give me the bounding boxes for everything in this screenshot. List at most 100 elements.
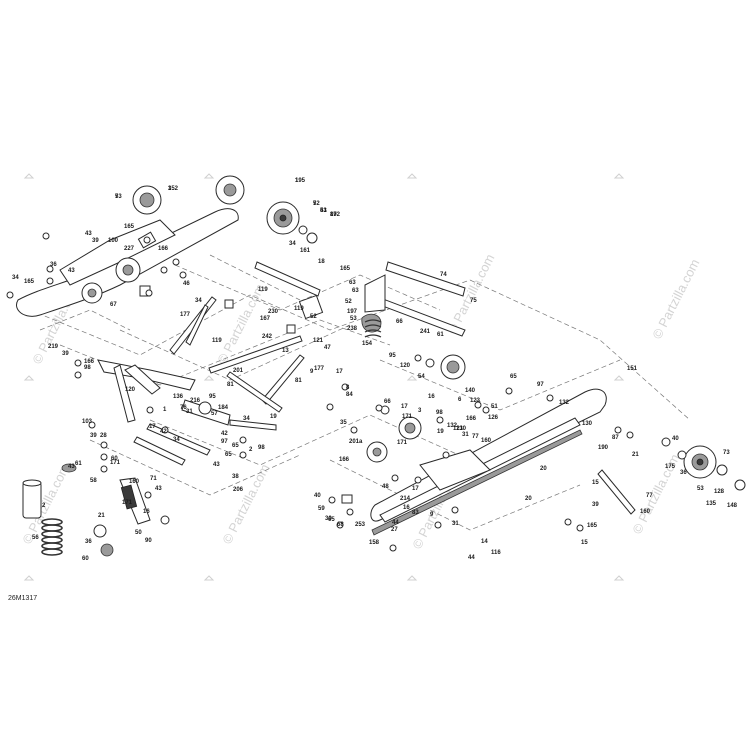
callout-label: 120 <box>400 363 411 369</box>
callout-label: 20 <box>540 466 547 472</box>
shock-body <box>22 481 42 519</box>
callout-label: 128 <box>714 489 725 495</box>
callout-label: 46 <box>183 281 190 287</box>
shock-assembly <box>22 359 231 557</box>
callout-label: 165 <box>124 224 135 230</box>
callout-label: 126 <box>488 415 499 421</box>
callout-label: 103 <box>82 419 93 425</box>
front-rail-assembly <box>16 175 245 317</box>
callout-label: 83 <box>412 510 419 516</box>
callout-label: 100 <box>108 238 119 244</box>
callout-label: 59 <box>318 506 325 512</box>
callout-label: 14 <box>481 539 488 545</box>
callout-label: 154 <box>362 341 373 347</box>
callout-label: 152 <box>168 186 179 192</box>
callout-label: 184 <box>218 405 229 411</box>
callout-label: 2 <box>249 447 253 453</box>
callout-label: 66 <box>396 319 403 325</box>
callout-label: 123 <box>470 398 481 404</box>
callout-label: 119 <box>294 306 304 312</box>
callout-label: 40 <box>672 436 679 442</box>
callout-label: 34 <box>289 241 296 247</box>
callout-label: 136 <box>173 394 184 400</box>
callout-label: 135 <box>706 501 717 507</box>
callout-label: 65 <box>510 374 517 380</box>
callout-label: 132 <box>447 423 458 429</box>
callout-label: 17 <box>412 486 419 492</box>
callout-label: 3 <box>418 408 422 414</box>
callout-label: 81 <box>227 382 234 388</box>
callout-label: 31 <box>186 409 193 415</box>
callout-label: 177 <box>180 312 191 318</box>
callout-label: 17 <box>336 369 343 375</box>
callout-label: 119 <box>258 287 268 293</box>
callout-label: 206 <box>233 487 244 493</box>
callout-label: 95 <box>389 353 396 359</box>
callout-label: 161 <box>300 248 311 254</box>
callout-label: 48 <box>382 484 389 490</box>
callout-label: 52 <box>345 299 352 305</box>
corner-marks <box>23 173 625 581</box>
callout-label: 13 <box>282 348 289 354</box>
callout-label: 166 <box>339 457 350 463</box>
shafts <box>133 261 636 515</box>
callout-label: 42 <box>160 429 167 435</box>
callout-label: 63 <box>349 280 356 286</box>
callout-label: 66 <box>384 399 391 405</box>
callout-label: 16 <box>428 394 435 400</box>
callout-label: 76 <box>180 405 187 411</box>
callout-label: 36 <box>50 262 57 268</box>
callout-label: 171 <box>122 500 133 506</box>
callout-label: 53 <box>350 316 357 322</box>
callout-label: 17 <box>401 404 408 410</box>
callout-label: 30 <box>325 516 332 522</box>
center-assembly <box>298 274 466 463</box>
callout-label: 61 <box>437 332 444 338</box>
callout-label: 16 <box>143 509 150 515</box>
callout-label: 241 <box>420 329 431 335</box>
callout-label: 175 <box>665 464 676 470</box>
callout-label: 121 <box>453 426 464 432</box>
callout-label: 167 <box>260 316 271 322</box>
callout-label: 190 <box>598 445 609 451</box>
callout-label: 28 <box>100 433 107 439</box>
callout-label: 31 <box>462 432 469 438</box>
callout-label: 201 <box>233 368 244 374</box>
callout-label: 41 <box>320 208 327 214</box>
callout-label: 40 <box>314 493 321 499</box>
callout-label: 17 <box>149 424 156 430</box>
callout-label: 52 <box>310 314 317 320</box>
callout-label: 116 <box>491 550 501 556</box>
callout-label: 19 <box>270 414 277 420</box>
callout-label: 38 <box>232 474 239 480</box>
callout-label: 238 <box>347 326 358 332</box>
callout-label: 43 <box>68 464 75 470</box>
callout-label: 166 <box>466 416 477 422</box>
callout-label: 43 <box>213 462 220 468</box>
callout-label: 5 <box>313 201 317 207</box>
callout-label: 21 <box>632 452 639 458</box>
callout-label: 171 <box>110 460 121 466</box>
callout-label: 6 <box>458 397 462 403</box>
callout-label: 43 <box>155 486 162 492</box>
callout-label: 9 <box>310 369 314 375</box>
callout-label: 227 <box>124 246 135 252</box>
callout-label: 34 <box>173 437 180 443</box>
callout-label: 16 <box>403 505 410 511</box>
callout-label: 21 <box>98 513 105 519</box>
hardware <box>6 232 634 552</box>
callout-label: 87 <box>612 435 619 441</box>
callout-label: 75 <box>470 298 477 304</box>
callout-label: 98 <box>258 445 265 451</box>
callout-label: 34 <box>12 275 19 281</box>
callout-label: 119 <box>212 338 222 344</box>
callout-label: 160 <box>129 479 140 485</box>
callout-label: 56 <box>32 535 39 541</box>
callout-label: 77 <box>472 434 479 440</box>
callout-label: 57 <box>211 411 218 417</box>
callout-label: 95 <box>209 394 216 400</box>
callout-label: 44 <box>468 555 475 561</box>
callout-label: 39 <box>90 433 97 439</box>
callout-label: 42 <box>221 431 228 437</box>
